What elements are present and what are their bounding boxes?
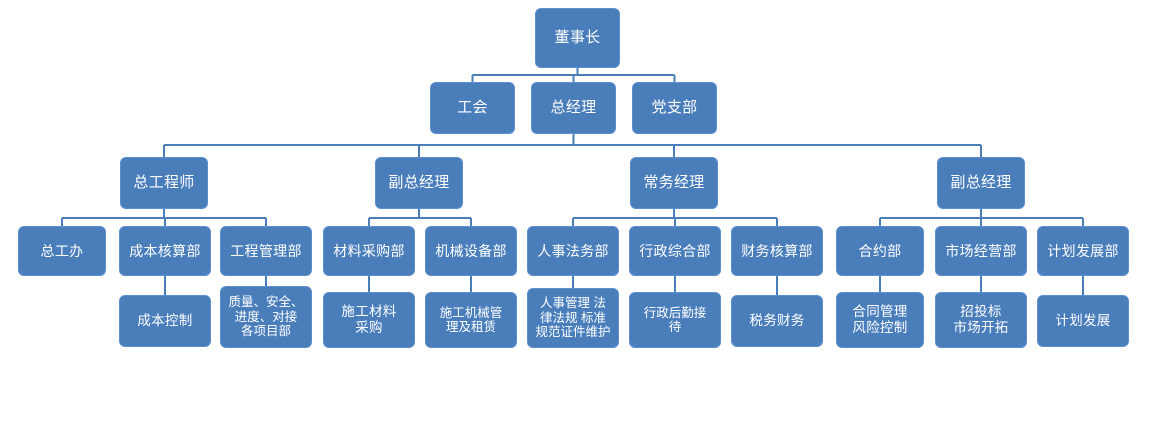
- org-node-label: 成本控制: [137, 313, 193, 329]
- org-node[interactable]: 施工机械管 理及租赁: [425, 292, 517, 348]
- org-node-label: 合同管理 风险控制: [852, 304, 908, 335]
- org-node[interactable]: 人事法务部: [527, 226, 619, 276]
- org-node-label: 总工办: [40, 242, 84, 259]
- org-node[interactable]: 财务核算部: [731, 226, 823, 276]
- org-node-label: 计划发展: [1055, 313, 1111, 329]
- org-node[interactable]: 总工办: [18, 226, 106, 276]
- org-node-label: 成本核算部: [129, 242, 201, 259]
- org-node[interactable]: 质量、安全、 进度、对接 各项目部: [220, 286, 312, 348]
- org-node[interactable]: 工会: [430, 82, 515, 134]
- org-node-label: 总工程师: [133, 174, 195, 192]
- org-node[interactable]: 机械设备部: [425, 226, 517, 276]
- org-node[interactable]: 成本核算部: [119, 226, 211, 276]
- org-node-label: 行政后勤接 待: [643, 305, 707, 335]
- org-node-label: 计划发展部: [1047, 242, 1119, 259]
- org-node[interactable]: 合约部: [836, 226, 924, 276]
- org-node[interactable]: 行政后勤接 待: [629, 292, 721, 348]
- org-node-label: 市场经营部: [945, 242, 1017, 259]
- org-node-label: 材料采购部: [333, 242, 405, 259]
- org-node-label: 副总经理: [950, 174, 1012, 192]
- org-node-label: 机械设备部: [435, 242, 507, 259]
- org-node-label: 人事管理 法 律法规 标准 规范证件维护: [535, 296, 611, 340]
- org-node-label: 招投标 市场开拓: [953, 304, 1009, 335]
- org-node-label: 行政综合部: [639, 242, 711, 259]
- org-node-label: 财务核算部: [741, 242, 813, 259]
- org-node[interactable]: 工程管理部: [220, 226, 312, 276]
- org-node-label: 总经理: [550, 99, 597, 117]
- org-node[interactable]: 人事管理 法 律法规 标准 规范证件维护: [527, 288, 619, 348]
- org-node[interactable]: 总工程师: [120, 157, 208, 209]
- org-node[interactable]: 成本控制: [119, 295, 211, 347]
- org-node-label: 质量、安全、 进度、对接 各项目部: [228, 295, 304, 339]
- org-node[interactable]: 常务经理: [630, 157, 718, 209]
- org-node[interactable]: 副总经理: [937, 157, 1025, 209]
- org-node[interactable]: 招投标 市场开拓: [935, 292, 1027, 348]
- org-node-label: 工程管理部: [230, 242, 302, 259]
- org-node[interactable]: 董事长: [535, 8, 620, 68]
- org-node-label: 工会: [457, 99, 488, 117]
- org-node[interactable]: 行政综合部: [629, 226, 721, 276]
- org-node[interactable]: 施工材料 采购: [323, 292, 415, 348]
- org-node[interactable]: 总经理: [531, 82, 616, 134]
- org-node[interactable]: 计划发展部: [1037, 226, 1129, 276]
- org-node-label: 党支部: [651, 99, 698, 117]
- org-node[interactable]: 副总经理: [375, 157, 463, 209]
- org-node[interactable]: 税务财务: [731, 295, 823, 347]
- org-node[interactable]: 市场经营部: [935, 226, 1027, 276]
- org-node-label: 施工材料 采购: [341, 304, 397, 335]
- org-node-label: 副总经理: [388, 174, 450, 192]
- org-node[interactable]: 计划发展: [1037, 295, 1129, 347]
- org-node[interactable]: 合同管理 风险控制: [836, 292, 924, 348]
- org-node-label: 常务经理: [643, 174, 705, 192]
- org-node[interactable]: 党支部: [632, 82, 717, 134]
- org-node[interactable]: 材料采购部: [323, 226, 415, 276]
- org-node-label: 税务财务: [749, 313, 805, 329]
- org-node-label: 合约部: [858, 242, 902, 259]
- org-node-label: 董事长: [554, 29, 601, 47]
- org-node-label: 人事法务部: [537, 242, 609, 259]
- org-node-label: 施工机械管 理及租赁: [439, 305, 503, 335]
